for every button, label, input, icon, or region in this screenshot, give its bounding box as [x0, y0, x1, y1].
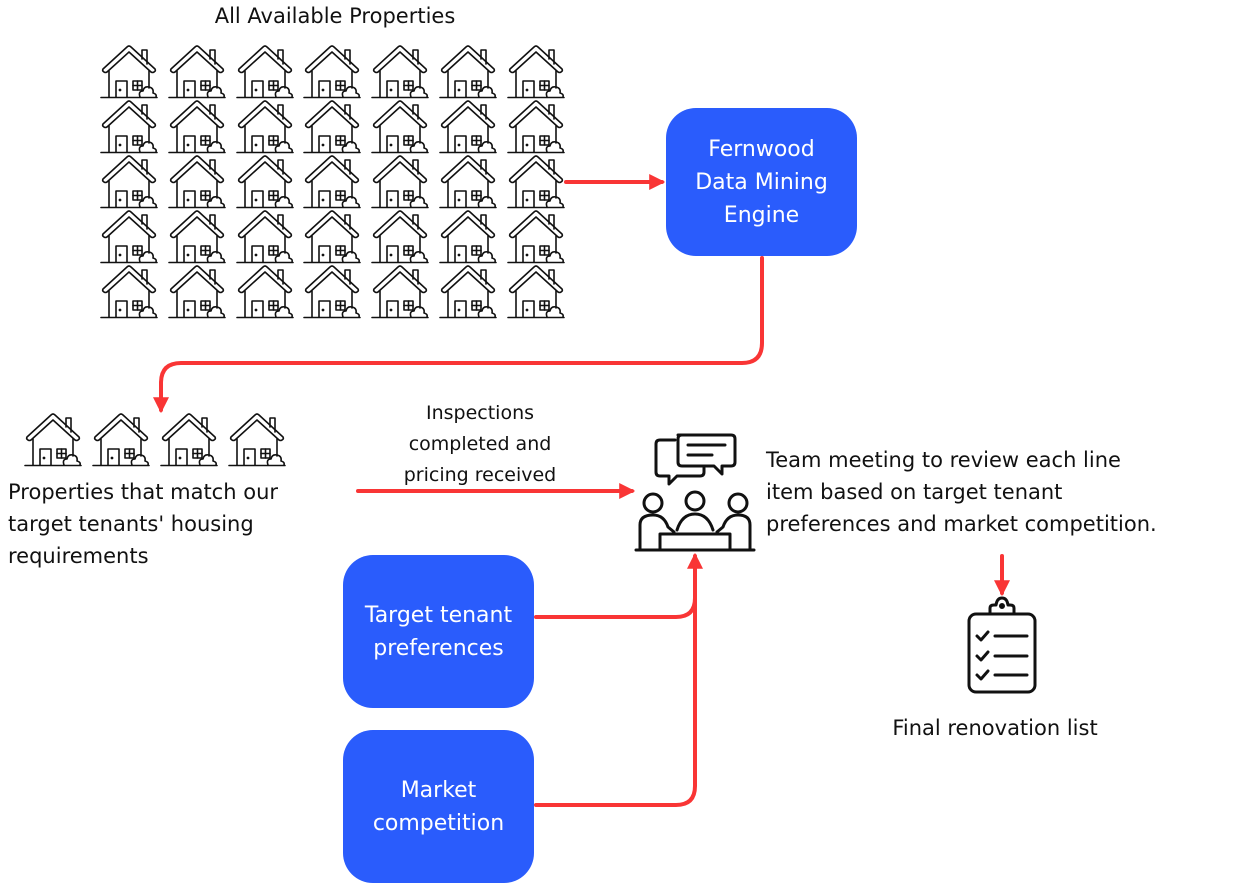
house-icon: [303, 44, 362, 100]
house-icon: [303, 99, 362, 155]
all-properties-title: All Available Properties: [214, 4, 456, 28]
house-icon: [228, 412, 286, 468]
house-icon: [235, 209, 294, 265]
inspection-label-line: pricing received: [403, 464, 557, 486]
house-icon: [439, 154, 497, 210]
house-icon: [160, 412, 218, 468]
engine-label-line: Data Mining: [695, 169, 828, 195]
house-icon: [303, 209, 362, 265]
market-label-line: competition: [372, 810, 505, 836]
meeting-text-line: preferences and market competition.: [766, 512, 1157, 536]
house-icon: [235, 264, 294, 320]
house-icon: [303, 264, 362, 320]
market-label-line: Market: [400, 777, 477, 803]
house-icon: [506, 209, 565, 265]
clipboard-checklist-icon: [967, 596, 1037, 694]
house-icon: [167, 99, 226, 155]
house-icon: [371, 154, 429, 210]
house-icon: [506, 154, 565, 210]
house-icon: [92, 412, 150, 468]
inspection-label-line: completed and: [408, 433, 552, 455]
arrow-pref-to-meeting: [534, 596, 697, 619]
house-icon: [100, 44, 158, 100]
house-icon: [235, 44, 294, 100]
team-meeting-description: Team meeting to review each line item ba…: [766, 444, 1246, 540]
house-icon: [506, 99, 565, 155]
matched-label-line: target tenants' housing: [8, 512, 254, 536]
arrow-market-to-meeting: [534, 552, 703, 807]
house-icon: [100, 264, 158, 320]
house-icon: [439, 99, 497, 155]
house-icon: [506, 44, 565, 100]
matched-properties-label: Properties that match our target tenants…: [8, 476, 368, 572]
house-icon: [24, 412, 82, 468]
house-icon: [100, 209, 158, 265]
house-icon: [235, 99, 294, 155]
house-icon: [167, 154, 226, 210]
house-icon: [439, 264, 497, 320]
house-icon: [235, 154, 294, 210]
house-icon: [100, 99, 158, 155]
inspection-label-line: Inspections: [425, 402, 535, 424]
final-renovation-list-label: Final renovation list: [892, 716, 1098, 740]
house-icon: [439, 209, 497, 265]
house-icon: [371, 209, 429, 265]
engine-label-line: Engine: [723, 202, 800, 228]
house-icon: [371, 44, 429, 100]
all-properties-grid: [100, 44, 570, 324]
matched-properties-icons: [24, 412, 294, 470]
data-mining-engine-box: Fernwood Data Mining Engine: [666, 108, 857, 256]
meeting-text-line: Team meeting to review each line: [766, 448, 1121, 472]
pref-label-line: Target tenant: [364, 602, 513, 628]
market-competition-box: Market competition: [343, 730, 534, 883]
meeting-text-line: item based on target tenant: [766, 480, 1063, 504]
house-icon: [167, 209, 226, 265]
target-tenant-preferences-box: Target tenant preferences: [343, 555, 534, 708]
pref-label-line: preferences: [373, 635, 504, 661]
house-icon: [167, 44, 226, 100]
matched-label-line: Properties that match our: [8, 480, 279, 504]
arrow-engine-to-matched: [153, 256, 764, 414]
inspection-label: Inspections completed and pricing receiv…: [380, 398, 580, 491]
house-icon: [167, 264, 226, 320]
engine-label-line: Fernwood: [708, 136, 815, 162]
house-icon: [371, 99, 429, 155]
matched-label-line: requirements: [8, 544, 149, 568]
house-icon: [439, 44, 497, 100]
house-icon: [371, 264, 429, 320]
house-icon: [506, 264, 565, 320]
house-icon: [303, 154, 362, 210]
team-meeting-icon: [634, 433, 756, 552]
house-icon: [100, 154, 158, 210]
